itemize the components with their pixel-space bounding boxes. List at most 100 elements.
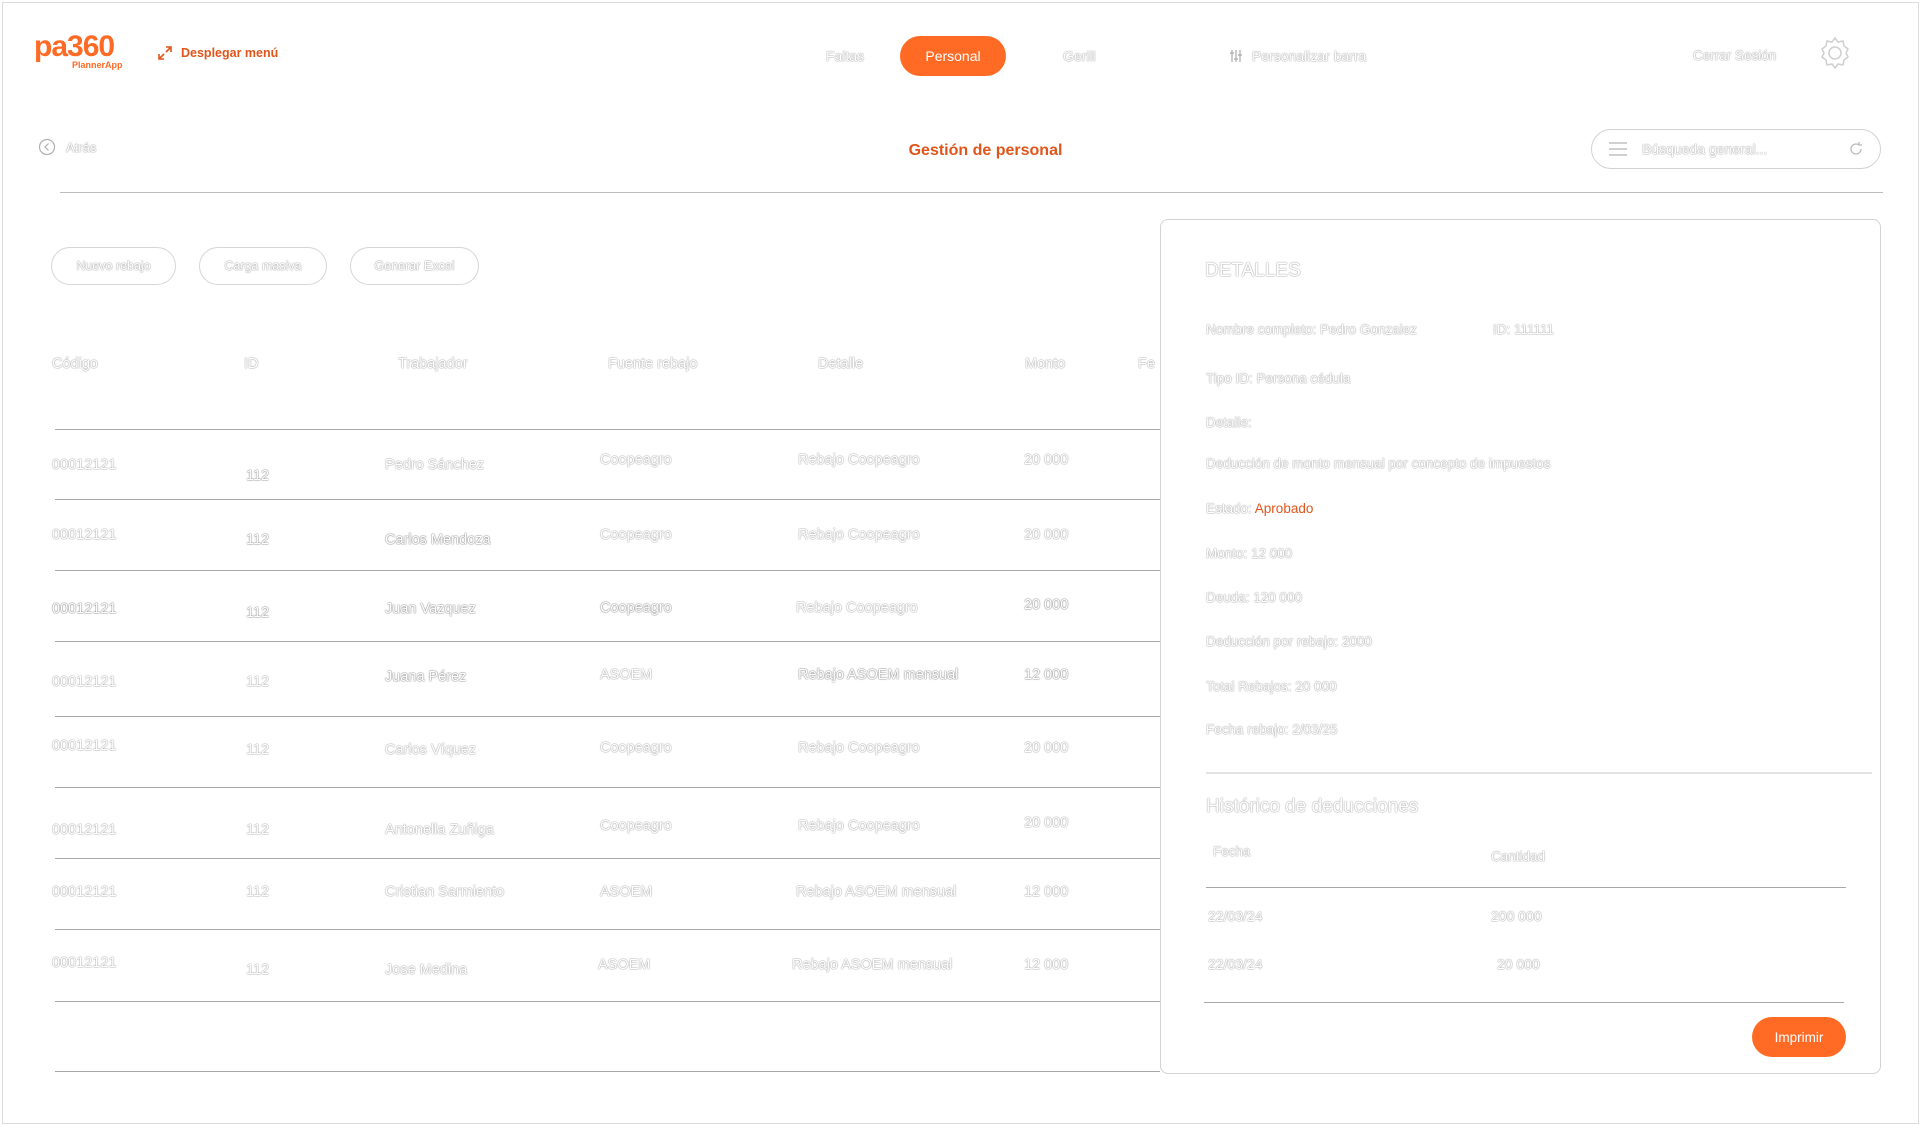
menu-lines-icon (1609, 142, 1627, 156)
cell-trabajador: Carlos Mendoza (385, 532, 491, 548)
bulk-upload-button[interactable]: Carga masiva (199, 247, 327, 285)
general-search-input[interactable]: Búsqueda general... (1591, 129, 1881, 169)
cell-detalle: Rebajo Coopeagro (796, 600, 918, 616)
detail-debt: Deuda: 120 000 (1206, 590, 1303, 605)
column-header-trabajador[interactable]: Trabajador (398, 356, 468, 372)
cell-trabajador: Juan Vazquez (385, 601, 476, 617)
cell-fuente: Coopeagro (600, 452, 672, 468)
table-row-divider (55, 929, 1160, 931)
cell-fuente: Coopeagro (600, 740, 672, 756)
nav-tab-gerill[interactable]: Gerill (1063, 48, 1096, 64)
cell-monto: 20 000 (1024, 597, 1069, 613)
cell-monto: 12 000 (1024, 957, 1069, 973)
table-row-divider (55, 858, 1160, 860)
detail-total: Total Rebajos: 20 000 (1206, 679, 1337, 694)
table-row-divider (55, 787, 1160, 789)
cell-id: 112 (246, 468, 270, 484)
cell-monto: 20 000 (1024, 815, 1069, 831)
cell-id: 112 (246, 822, 270, 838)
expand-menu-button[interactable]: Desplegar menú (157, 45, 278, 61)
detail-full-name: Nombre completo: Pedro Gonzalez (1206, 322, 1417, 337)
nav-tab-faltas[interactable]: Faltas (826, 48, 865, 64)
cell-trabajador: Pedro Sánchez (385, 457, 485, 473)
cell-monto: 12 000 (1024, 667, 1069, 683)
cell-id: 112 (246, 742, 270, 758)
table-row-divider (55, 1001, 1160, 1003)
cell-codigo: 00012121 (52, 738, 117, 754)
cell-monto: 20 000 (1024, 740, 1069, 756)
history-cell-amount: 200 000 (1491, 908, 1542, 924)
cell-detalle: Rebajo ASOEM mensual (792, 957, 953, 973)
nav-tab-personal[interactable]: Personal (900, 36, 1006, 76)
cell-monto: 20 000 (1024, 452, 1069, 468)
cell-codigo: 00012121 (52, 527, 117, 543)
sliders-icon (1230, 50, 1242, 62)
column-header-fuente[interactable]: Fuente rebajo (608, 356, 698, 372)
search-placeholder: Búsqueda general... (1642, 141, 1768, 157)
detail-status-label: Estado: (1206, 501, 1252, 516)
cell-codigo: 00012121 (52, 457, 117, 473)
detail-status: Estado: Aprobado (1206, 501, 1313, 516)
print-button[interactable]: Imprimir (1752, 1017, 1846, 1057)
cell-fuente: Coopeagro (600, 527, 672, 543)
detail-id-type: Tipo ID: Persona cédula (1206, 371, 1351, 386)
history-cell-amount: 20 000 (1497, 956, 1540, 972)
cell-codigo: 00012121 (52, 822, 117, 838)
cell-monto: 12 000 (1024, 884, 1069, 900)
logo-text: pa360 (34, 30, 115, 63)
back-label: Atrás (66, 139, 97, 155)
cell-fuente: Coopeagro (600, 600, 672, 616)
cell-codigo: 00012121 (52, 674, 117, 690)
detail-label: Detalle: (1206, 415, 1252, 430)
cell-trabajador: Jose Medina (385, 962, 468, 978)
cell-detalle: Rebajo ASOEM mensual (796, 884, 957, 900)
column-header-codigo[interactable]: Código (52, 356, 98, 372)
column-header-detalle[interactable]: Detalle (818, 356, 864, 372)
detail-deduction: Deducción por rebajo: 2000 (1206, 634, 1372, 649)
details-title: DETALLES (1205, 260, 1301, 281)
page-title: Gestión de personal (908, 142, 1063, 159)
gear-icon[interactable] (1818, 36, 1852, 70)
cell-trabajador: Antonella Zuñiga (385, 822, 494, 838)
cell-fuente: ASOEM (600, 667, 653, 683)
table-bottom-divider (55, 1071, 1160, 1073)
back-button[interactable]: Atrás (38, 138, 96, 156)
table-row-divider (55, 499, 1160, 501)
cell-id: 112 (246, 674, 270, 690)
detail-id: ID: 111111 (1493, 322, 1555, 337)
table-row-divider (55, 641, 1160, 643)
back-circle-icon (38, 138, 56, 156)
logo-subtext: PlannerApp (72, 60, 123, 70)
generate-excel-button[interactable]: Generar Excel (350, 247, 479, 285)
new-deduction-button[interactable]: Nuevo rebajo (51, 247, 176, 285)
details-panel: DETALLES Nombre completo: Pedro Gonzalez… (1160, 219, 1881, 1074)
cell-detalle: Rebajo Coopeagro (798, 740, 920, 756)
cell-id: 112 (246, 962, 270, 978)
cell-detalle: Rebajo Coopeagro (798, 527, 920, 543)
cell-id: 112 (246, 884, 270, 900)
nav-customize-label: Personalizar barra (1252, 48, 1367, 64)
panel-divider (1206, 772, 1872, 774)
detail-date: Fecha rebajo: 2/03/25 (1206, 722, 1338, 737)
cell-fuente: ASOEM (600, 884, 653, 900)
table-row-divider (55, 716, 1160, 718)
refresh-icon[interactable] (1848, 141, 1864, 157)
history-header-date: Fecha (1213, 844, 1251, 859)
history-cell-date: 22/03/24 (1208, 908, 1263, 924)
cell-fuente: Coopeagro (600, 818, 672, 834)
cell-trabajador: Carlos Víquez (385, 742, 477, 758)
cell-fuente: ASOEM (598, 957, 651, 973)
history-cell-date: 22/03/24 (1208, 956, 1263, 972)
app-logo[interactable]: pa360 PlannerApp (34, 30, 123, 71)
cell-detalle: Rebajo ASOEM mensual (798, 667, 959, 683)
nav-customize-bar[interactable]: Personalizar barra (1228, 48, 1366, 64)
expand-menu-label: Desplegar menú (181, 46, 279, 60)
logout-link[interactable]: Cerrar Sesión (1693, 48, 1777, 63)
cell-codigo: 00012121 (52, 955, 117, 971)
detail-text: Deducción de monto mensual por concepto … (1206, 456, 1551, 471)
column-header-id[interactable]: ID (244, 356, 259, 372)
column-header-monto[interactable]: Monto (1025, 356, 1066, 372)
column-header-fecha[interactable]: Fe (1138, 356, 1155, 372)
table-header-divider (55, 429, 1160, 431)
